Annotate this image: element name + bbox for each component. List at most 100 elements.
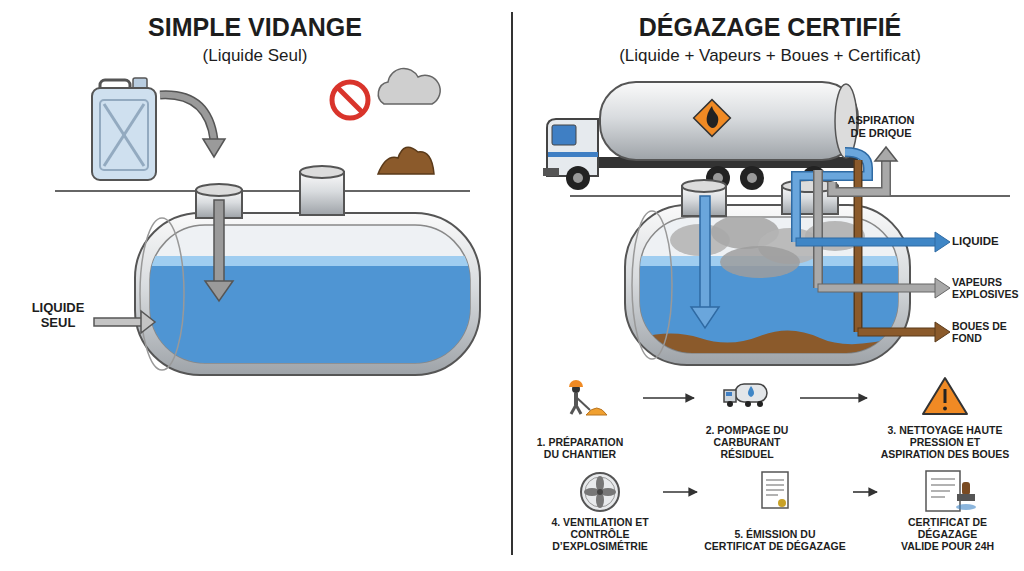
tank-certified	[700, 196, 710, 308]
prohibition-sign	[332, 82, 368, 118]
step-arrow	[853, 491, 877, 493]
warning-icon	[944, 389, 947, 403]
truck-icon	[757, 401, 763, 407]
worker-icon	[569, 380, 607, 415]
tank-certified	[691, 307, 719, 328]
tank-simple	[140, 218, 184, 370]
step-label: 4. VENTILATION ET CONTRÔLE D’EXPLOSIMÉTR…	[547, 516, 653, 552]
fan-icon	[585, 477, 615, 507]
pour-arrow	[203, 139, 225, 157]
jerrycan	[100, 100, 148, 170]
certificate-icon	[931, 496, 945, 498]
panel-title: DÉGAZAGE CERTIFIÉ	[530, 13, 1010, 42]
tank-simple	[135, 213, 480, 375]
vapour-cloud-icon	[378, 68, 440, 104]
document-icon	[778, 499, 786, 507]
vacuum-truck	[543, 168, 559, 176]
outlet-label: VAPEURS EXPLOSIVES	[952, 276, 1024, 300]
fan-icon	[581, 473, 619, 511]
outlet-arrows	[935, 232, 950, 252]
tank-certified	[720, 246, 800, 278]
step-box: 5. ÉMISSION DU CERTIFICAT DE DÉGAZAGE	[700, 470, 850, 552]
step-label: 3. NETTOYAGE HAUTE PRESSION ET ASPIRATIO…	[880, 424, 1011, 460]
vacuum-truck	[552, 125, 576, 145]
vacuum-truck	[600, 82, 858, 160]
document-icon	[766, 494, 778, 496]
vacuum-truck	[707, 106, 719, 128]
step-label: 5. ÉMISSION DU CERTIFICAT DE DÉGAZAGE	[703, 528, 848, 552]
ground-line	[55, 190, 470, 192]
warning-icon	[943, 407, 947, 411]
panel-subtitle: (Liquide Seul)	[60, 46, 450, 66]
tank-label: LIQUIDE SEUL	[22, 301, 94, 331]
step-box: 2. POMPAGE DU CARBURANT RÉSIDUEL	[697, 380, 797, 460]
step-label: 1. PRÉPARATION DU CHANTIER	[528, 436, 632, 460]
jerrycan	[104, 104, 144, 166]
outlet-arrows	[935, 278, 950, 298]
document-icon	[766, 489, 784, 491]
step-label: CERTIFICAT DE DÉGAZAGE VALIDE POUR 24H	[899, 516, 997, 552]
pour-arrow	[160, 95, 225, 157]
pour-arrow	[160, 95, 214, 140]
fan-icon	[597, 489, 603, 495]
sludge-pile-icon	[378, 147, 434, 174]
truck-icon	[724, 390, 736, 402]
certificate-icon	[962, 482, 970, 495]
tank-simple	[196, 184, 242, 196]
tank-simple	[214, 200, 224, 282]
step-arrow	[800, 397, 867, 399]
vacuum-truck	[740, 166, 764, 190]
worker-icon	[569, 380, 583, 387]
suction-pipes	[832, 160, 886, 192]
step-box: 1. PRÉPARATION DU CHANTIER	[520, 380, 640, 460]
tank-simple	[205, 281, 233, 301]
panel-title: SIMPLE VIDANGE	[60, 13, 450, 42]
pour-arrow	[160, 95, 214, 140]
fan-icon	[581, 473, 619, 511]
outlet-arrows	[818, 284, 936, 292]
truck-icon	[726, 392, 732, 396]
vacuum-truck	[548, 152, 598, 157]
certificate-icon	[926, 471, 960, 511]
certificate-icon	[931, 478, 955, 480]
truck-icon	[745, 401, 751, 407]
suction-pipes	[813, 170, 823, 288]
outlet-arrows	[796, 238, 936, 246]
jerrycan	[92, 78, 156, 180]
step-box: 3. NETTOYAGE HAUTE PRESSION ET ASPIRATIO…	[870, 380, 1020, 460]
suction-pipes	[875, 147, 897, 161]
liquid-pointer	[94, 311, 155, 333]
tank-simple	[150, 256, 470, 266]
vacuum-truck	[694, 100, 731, 137]
document-icon	[762, 472, 788, 508]
sludge-pile-icon	[378, 147, 434, 174]
vapour-cloud-icon	[378, 68, 440, 104]
certificate-icon	[957, 494, 975, 501]
certificate-icon	[931, 490, 950, 492]
tank-certified	[632, 211, 672, 359]
step-box: 4. VENTILATION ET CONTRÔLE D’EXPLOSIMÉTR…	[540, 470, 660, 552]
warning-icon	[923, 378, 967, 414]
panel-divider	[511, 12, 513, 555]
jerrycan	[104, 104, 144, 166]
outlet-label: ASPIRATION DE DRIQUE	[840, 114, 922, 139]
suction-pipes	[832, 160, 886, 192]
worker-icon	[586, 408, 607, 415]
prohibition-sign	[332, 82, 368, 118]
vacuum-truck	[573, 173, 583, 183]
liquid-pointer	[141, 311, 155, 333]
liquid-pointer	[94, 318, 142, 326]
document-icon	[766, 484, 784, 486]
outlet-arrows	[858, 328, 936, 336]
certificate-icon	[926, 471, 976, 511]
suction-pipes	[815, 170, 822, 288]
step-label: 2. POMPAGE DU CARBURANT RÉSIDUEL	[701, 424, 793, 460]
truck-icon	[727, 401, 733, 407]
step-box: CERTIFICAT DE DÉGAZAGE VALIDE POUR 24H	[880, 470, 1015, 552]
outlet-label: BOUES DE FOND	[952, 320, 1024, 344]
outlet-arrows	[935, 322, 950, 342]
certificate-icon	[931, 484, 955, 486]
tank-simple	[135, 166, 480, 375]
